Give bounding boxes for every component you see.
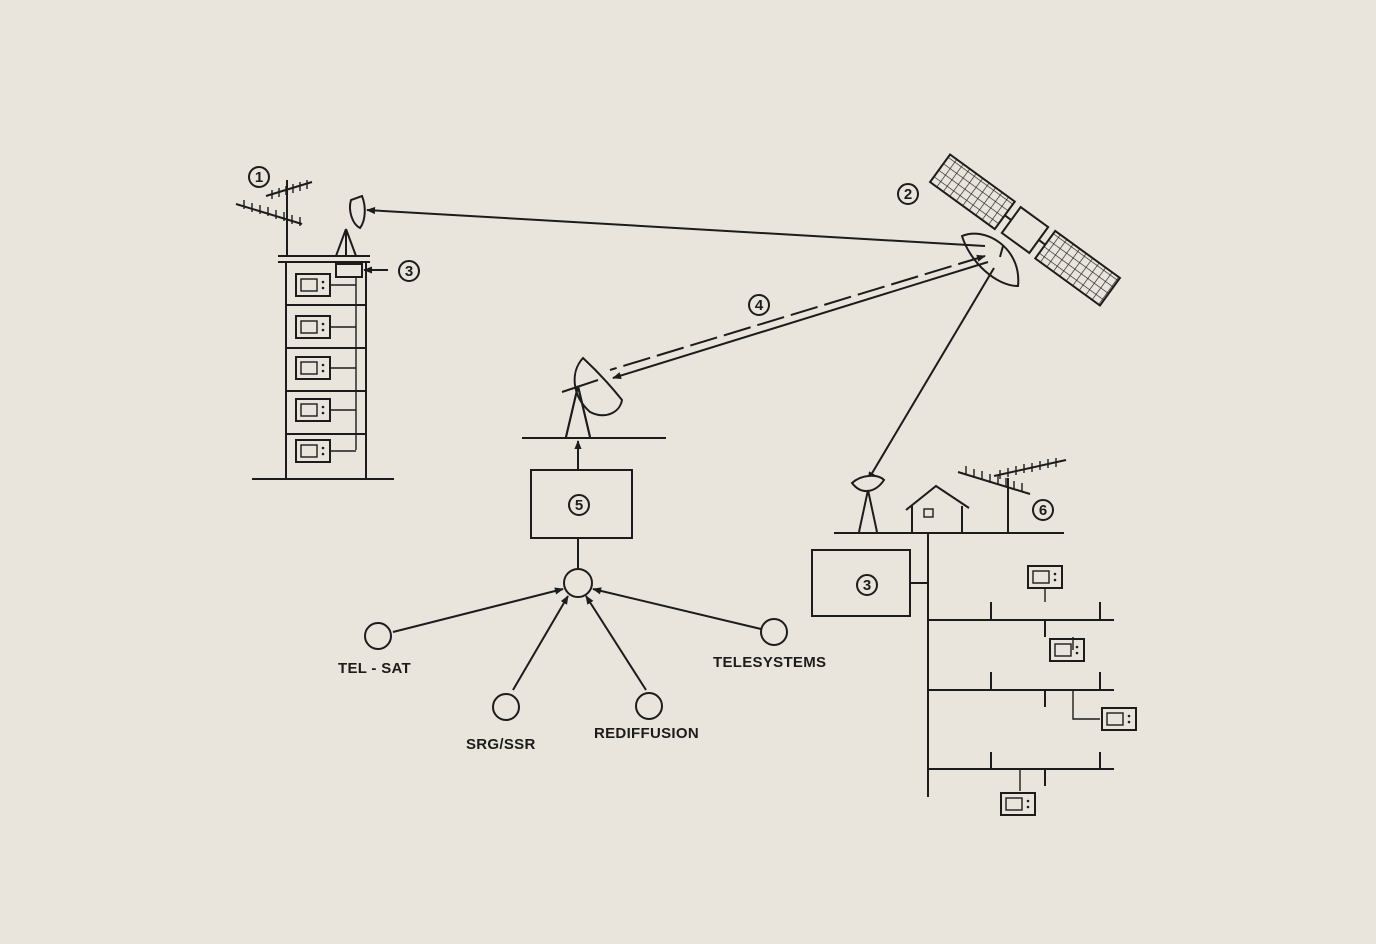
network-tv-1: [1027, 565, 1063, 589]
marker-5: 5: [568, 494, 590, 516]
house: [905, 484, 970, 532]
marker-3-building: 3: [398, 260, 420, 282]
links: [366, 206, 995, 481]
building-tv-1: [295, 273, 356, 297]
downlink-to-station: [612, 261, 989, 380]
network-dish: [850, 474, 886, 533]
network-tv-3: [1101, 707, 1137, 731]
marker-1: 1: [248, 166, 270, 188]
network-tv-4: [1000, 792, 1036, 816]
apartment-building: [235, 180, 394, 480]
building-tv-5: [295, 439, 356, 463]
solar-panel-right: [1033, 229, 1122, 307]
source-node-rediffusion: [635, 692, 663, 720]
marker-4-label: 4: [755, 297, 764, 314]
label-srgssr: SRG/SSR: [466, 736, 536, 753]
marker-3-network: 3: [856, 574, 878, 596]
label-telsat: TEL - SAT: [338, 660, 411, 677]
uplink-dashed: [609, 254, 986, 371]
combiner-node: [563, 568, 593, 598]
marker-6: 6: [1032, 499, 1054, 521]
marker-6-label: 6: [1039, 502, 1047, 519]
cable-network: [811, 458, 1137, 816]
label-telesystems: TELESYSTEMS: [713, 654, 826, 671]
yagi-antenna-building: [235, 180, 313, 256]
marker-3b-label: 3: [863, 577, 871, 594]
marker-2: 2: [897, 183, 919, 205]
source-node-srgssr: [492, 693, 520, 721]
network-tv-2: [1049, 638, 1085, 662]
marker-3a-label: 3: [405, 263, 413, 280]
marker-4: 4: [748, 294, 770, 316]
link-satellite-to-building: [366, 206, 986, 247]
building-tv-4: [295, 398, 356, 422]
label-rediffusion: REDIFFUSION: [594, 725, 699, 742]
link-satellite-to-cable: [867, 267, 995, 481]
source-links: [392, 587, 762, 691]
solar-panel-left: [928, 153, 1017, 231]
building-tv-3: [295, 356, 356, 380]
source-node-telesystems: [760, 618, 788, 646]
roof-dish: [335, 194, 366, 257]
marker-2-label: 2: [904, 186, 912, 203]
marker-5-label: 5: [575, 497, 583, 514]
building-tv-2: [295, 315, 356, 339]
uplink-station: [522, 356, 666, 598]
source-node-telsat: [364, 622, 392, 650]
headend-box: [530, 469, 633, 539]
marker-1-label: 1: [255, 169, 263, 186]
network-receiver-box: [811, 549, 911, 617]
satellite: [928, 153, 1122, 307]
station-dish: [561, 356, 624, 438]
satellite-body: [1000, 205, 1050, 255]
yagi-antenna-network: [957, 458, 1067, 532]
building-receiver: [335, 263, 363, 278]
